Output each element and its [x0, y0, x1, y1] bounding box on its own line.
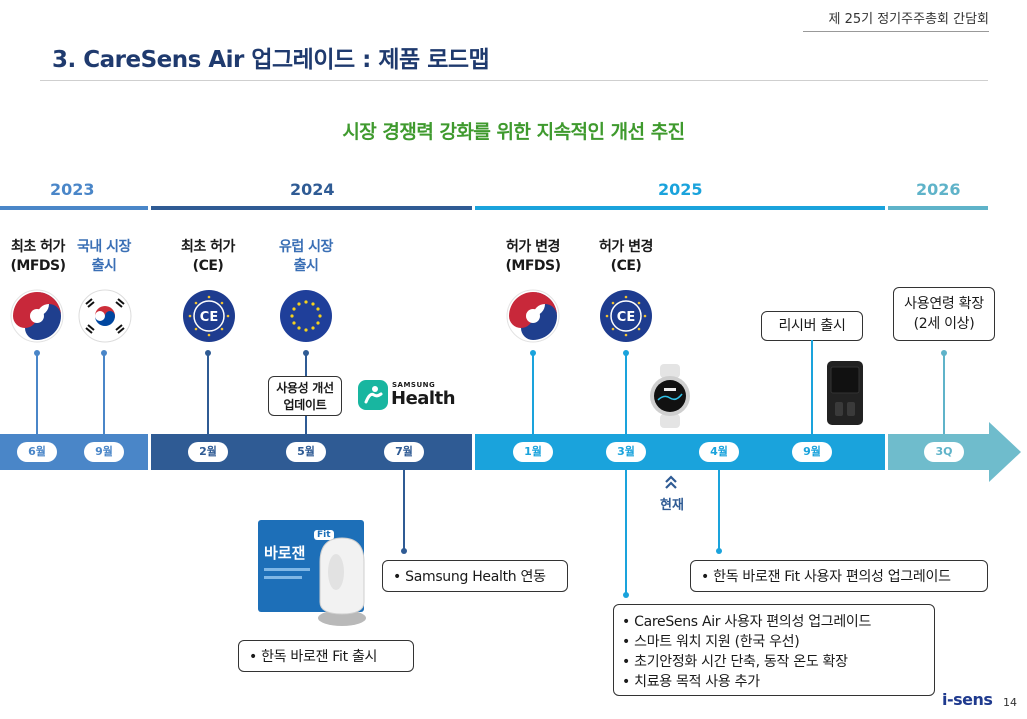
cgm-sensor-device	[318, 537, 366, 626]
connector	[718, 470, 720, 550]
year-2026: 2026	[916, 180, 961, 199]
year-2023: 2023	[50, 180, 95, 199]
month-2025-01: 1월	[513, 442, 553, 462]
connector	[811, 340, 813, 434]
connector-dot	[101, 350, 107, 356]
event-ce-first: 최초 허가(CE)	[181, 239, 235, 274]
connector-dot	[941, 350, 947, 356]
smartwatch-icon	[650, 364, 690, 428]
title-divider	[40, 80, 988, 81]
month-2025-09: 9월	[792, 442, 832, 462]
month-2023-09: 9월	[84, 442, 124, 462]
ce-certificate-icon: CE	[183, 290, 235, 342]
month-2023-06: 6월	[17, 442, 57, 462]
package-stripe	[264, 576, 302, 579]
korea-gov-emblem-icon	[506, 289, 560, 343]
connector	[36, 352, 38, 434]
connector	[403, 470, 405, 550]
year-rule-2025	[475, 206, 885, 210]
year-rule-2026	[888, 206, 988, 210]
list-item: • 스마트 워치 지원 (한국 우선)	[622, 634, 800, 650]
receiver-launch-box: 리시버 출시	[761, 311, 863, 341]
page-subtitle: 시장 경쟁력 강화를 위한 지속적인 개선 추진	[342, 121, 685, 143]
month-2024-05: 5월	[286, 442, 326, 462]
connector-dot	[205, 350, 211, 356]
meeting-tag: 제 25기 정기주주총회 간담회	[803, 8, 989, 32]
timeline-arrow-icon	[989, 422, 1021, 482]
receiver-device-icon	[827, 361, 863, 425]
package-badge: Fit	[314, 530, 334, 540]
note-fit-upgrade: • 한독 바로잰 Fit 사용자 편의성 업그레이드	[690, 560, 988, 592]
ce-certificate-icon: CE	[600, 290, 652, 342]
month-2024-02: 2월	[188, 442, 228, 462]
event-mfds-first: 최초 허가(MFDS)	[10, 239, 67, 274]
connector-dot	[716, 548, 722, 554]
note-samsung-link: • Samsung Health 연동	[382, 560, 568, 592]
connector	[625, 470, 627, 595]
month-2026-3q: 3Q	[924, 442, 964, 462]
samsung-health-icon	[358, 380, 388, 410]
samsung-brand: SAMSUNG	[392, 381, 436, 389]
year-2025: 2025	[658, 180, 703, 199]
month-2025-03: 3월	[606, 442, 646, 462]
month-2025-04: 4월	[699, 442, 739, 462]
note-air-upgrades: • CareSens Air 사용자 편의성 업그레이드 • 스마트 워치 지원…	[613, 604, 935, 696]
connector	[103, 352, 105, 434]
connector-dot	[401, 548, 407, 554]
year-rule-2023	[0, 206, 148, 210]
svg-text:CE: CE	[200, 310, 218, 325]
connector-dot	[34, 350, 40, 356]
connector	[943, 352, 945, 434]
connector	[625, 352, 627, 434]
page-number: 14	[1003, 696, 1017, 709]
connector-dot	[303, 350, 309, 356]
double-chevron-up-icon	[665, 475, 677, 489]
connector-dot	[530, 350, 536, 356]
year-2024: 2024	[290, 180, 335, 199]
connector-dot	[623, 350, 629, 356]
eu-flag-icon	[280, 290, 332, 342]
event-mfds-change: 허가 변경(MFDS)	[505, 239, 562, 274]
list-item: • 초기안정화 시간 단축, 동작 온도 확장	[622, 654, 848, 670]
isens-logo: i-sens	[942, 690, 993, 709]
package-brand: 바로잰	[264, 544, 306, 562]
korean-flag-icon	[78, 289, 132, 343]
year-rule-2024	[151, 206, 472, 210]
note-fit-launch: • 한독 바로잰 Fit 출시	[238, 640, 414, 672]
connector	[532, 352, 534, 434]
korea-gov-emblem-icon	[10, 289, 64, 343]
month-2024-07: 7월	[384, 442, 424, 462]
connector	[207, 352, 209, 434]
samsung-health-logo: SAMSUNG Health	[358, 380, 458, 412]
health-brand: Health	[391, 388, 456, 409]
list-item: • CareSens Air 사용자 편의성 업그레이드	[622, 614, 872, 630]
package-stripe	[264, 568, 310, 571]
connector-dot	[623, 592, 629, 598]
age-expansion-box: 사용연령 확장(2세 이상)	[893, 287, 995, 341]
event-ce-change: 허가 변경(CE)	[599, 239, 653, 274]
current-label: 현재	[660, 498, 684, 513]
list-item: • 치료용 목적 사용 추가	[622, 674, 760, 690]
svg-text:CE: CE	[617, 310, 635, 325]
connector	[305, 416, 307, 434]
connector	[305, 352, 307, 376]
page-title: 3. CareSens Air 업그레이드 : 제품 로드맵	[52, 47, 490, 73]
